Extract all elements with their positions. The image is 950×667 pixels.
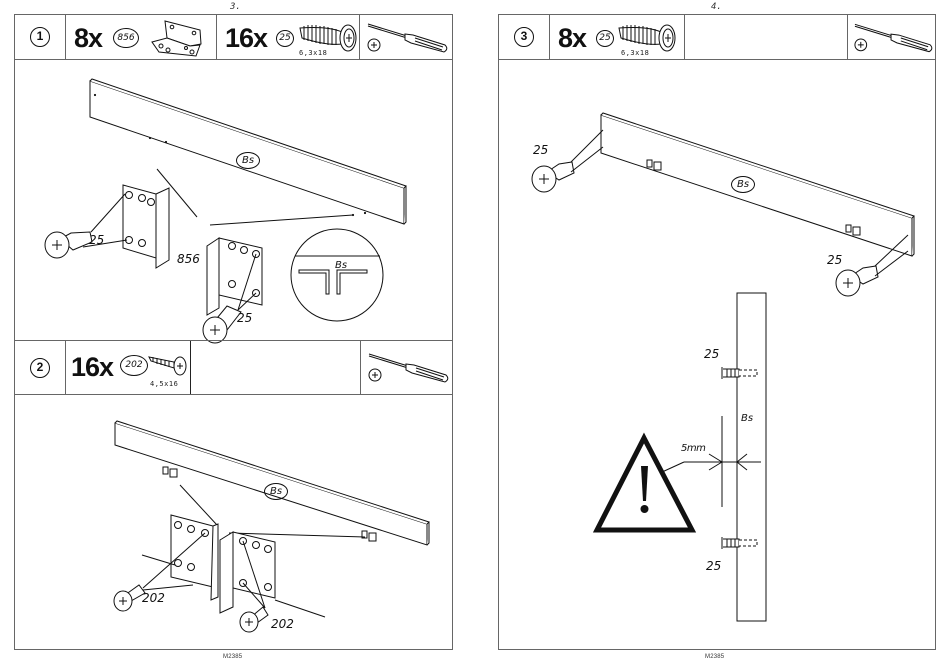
step-1-screw-label-right: 25 — [237, 311, 253, 325]
side-screw-label-top: 25 — [704, 347, 720, 361]
part-202-size: 4,5x16 — [150, 380, 179, 388]
step-2-panel-label: Bs — [264, 483, 288, 500]
part-25-quantity: 8x — [558, 23, 587, 53]
side-screw-label-bottom: 25 — [706, 559, 722, 573]
footer-code-left: M2385 — [223, 654, 243, 660]
step-2-screw-label-left: 202 — [142, 591, 165, 605]
panel-bs — [601, 115, 912, 256]
step-2-screw-label-right: 202 — [271, 617, 294, 631]
step-3-empty-cell — [685, 15, 848, 59]
part-856-quantity: 8x — [74, 23, 103, 53]
step-1-tool-cell — [360, 15, 453, 59]
left-page-frame: 1 8x 856 16x 25 — [14, 14, 453, 650]
step-3-header: 3 8x 25 6,3x18 — [499, 15, 935, 60]
step-2-tool-cell — [360, 341, 453, 394]
part-25-quantity: 16x — [225, 23, 268, 53]
footer-code-right: M2385 — [705, 654, 725, 660]
step-2-number: 2 — [30, 357, 50, 378]
euro-screw-icon — [617, 20, 677, 54]
step-2-number-cell: 2 — [15, 341, 66, 394]
step-3-screw-label-left: 25 — [533, 143, 549, 157]
phillips-bit-icon — [855, 39, 867, 51]
part-202-tag: 202 — [120, 355, 148, 376]
part-25-size: 6,3x18 — [621, 49, 650, 57]
step-3-tool-cell — [848, 15, 936, 59]
part-25-tag: 25 — [596, 30, 614, 47]
step-1-bracket-label: 856 — [177, 252, 200, 266]
right-page-frame: 3 8x 25 6,3x18 — [498, 14, 936, 650]
step-1-number: 1 — [30, 27, 50, 47]
step-1-part-856-cell: 8x 856 — [66, 15, 217, 59]
step-1-number-cell: 1 — [15, 15, 66, 59]
part-25-tag: 25 — [276, 30, 294, 47]
step-2-illustration — [15, 395, 453, 650]
side-panel-label: Bs — [741, 413, 754, 424]
step-3-number-cell: 3 — [499, 15, 550, 59]
corner-bracket-icon — [148, 18, 208, 58]
phillips-screwdriver-icon — [366, 351, 450, 385]
step-3-part-25-cell: 8x 25 6,3x18 — [550, 15, 685, 59]
page-number-left: 3. — [230, 2, 241, 12]
step-1-screw-label-left: 25 — [89, 233, 105, 247]
part-856-tag: 856 — [113, 28, 139, 48]
phillips-screwdriver-icon — [852, 21, 934, 55]
step-2-part-202-cell: 16x 202 4,5x16 — [66, 341, 191, 394]
phillips-bit-icon — [369, 369, 381, 381]
warning-triangle-icon — [597, 438, 692, 530]
step-3-screw-label-right: 25 — [827, 253, 843, 267]
page-number-right: 4. — [711, 2, 722, 12]
step-2-header: 2 16x 202 4,5x16 — [15, 340, 452, 395]
detail-panel-label: Bs — [335, 260, 348, 271]
wood-screw-icon — [148, 354, 188, 376]
step-1-header: 1 8x 856 16x 25 — [15, 15, 452, 60]
part-25-size: 6,3x18 — [299, 49, 328, 57]
step-3-number: 3 — [514, 27, 534, 47]
step-3-illustration — [499, 60, 936, 650]
offset-dimension-label: 5mm — [681, 443, 706, 454]
step-1-part-25-cell: 16x 25 6,3x18 — [217, 15, 360, 59]
side-panel-bs — [737, 293, 766, 621]
step-1-illustration — [15, 60, 453, 337]
step-1-panel-label: Bs — [236, 152, 260, 169]
euro-screw-icon — [298, 20, 358, 54]
phillips-screwdriver-icon — [365, 21, 449, 55]
phillips-bit-icon — [368, 39, 380, 51]
part-202-quantity: 16x — [71, 352, 114, 382]
step-3-panel-label: Bs — [731, 176, 755, 193]
